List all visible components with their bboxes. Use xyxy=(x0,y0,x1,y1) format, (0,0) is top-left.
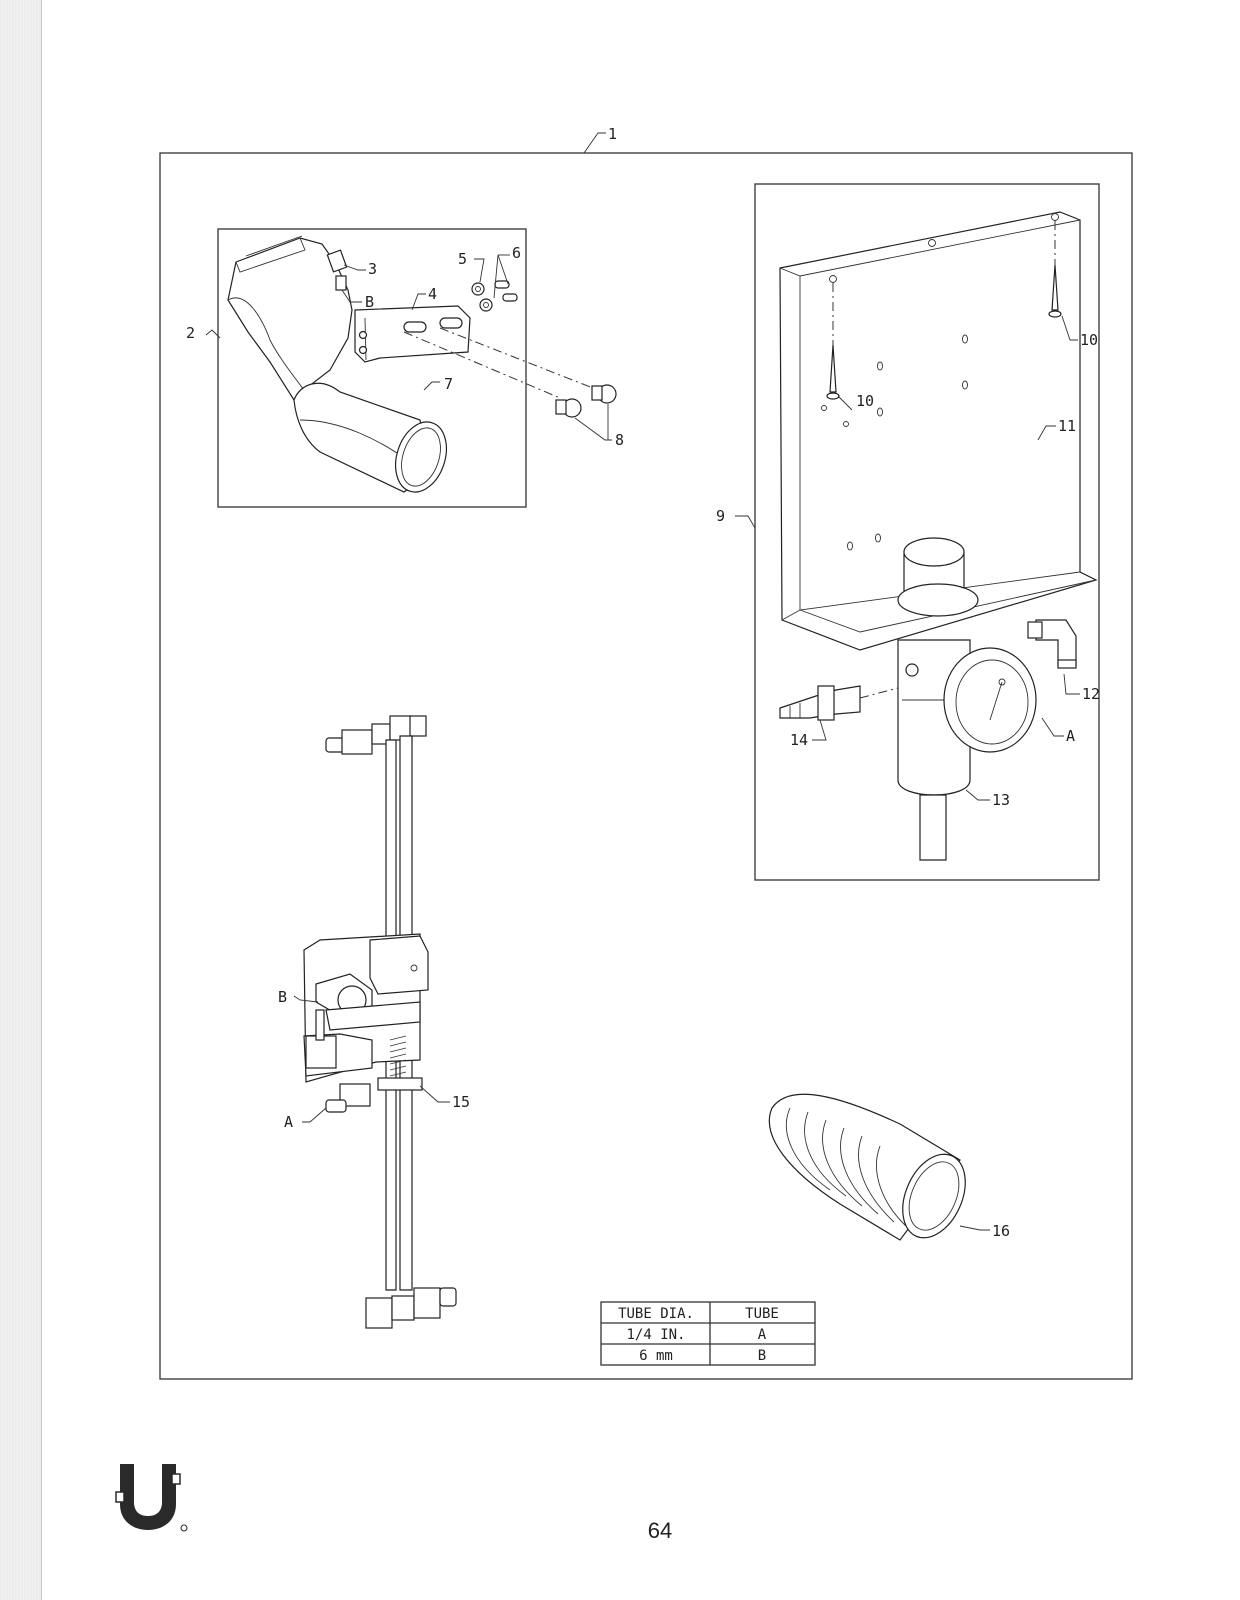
callout-12: 12 xyxy=(1082,685,1100,703)
filter-element: 16 xyxy=(768,1093,1010,1241)
callout-10-left: 10 xyxy=(856,392,874,410)
callout-11: 11 xyxy=(1058,417,1076,435)
callout-13: 13 xyxy=(992,791,1010,809)
callout-6: 6 xyxy=(512,244,521,262)
tube-table-cell: 1/4 IN. xyxy=(626,1327,685,1343)
tube-table-header-tube: TUBE xyxy=(745,1306,779,1322)
company-logo xyxy=(115,1464,188,1532)
tube-table-cell: A xyxy=(758,1327,767,1343)
callout-3: 3 xyxy=(368,260,377,278)
tube-table: TUBE DIA. TUBE 1/4 IN. A 6 mm B xyxy=(600,1301,816,1366)
binding-strip xyxy=(0,0,42,1600)
tube-table-cell: B xyxy=(758,1348,766,1364)
callout-16: 16 xyxy=(992,1222,1010,1240)
assembly-frame xyxy=(159,152,1133,1380)
solenoid-rail-assembly: B A 15 xyxy=(278,715,470,1329)
tube-table-cell: 6 mm xyxy=(639,1348,673,1364)
callout-2: 2 xyxy=(186,324,195,342)
callout-b-bottom: B xyxy=(278,988,287,1006)
callout-b-top: B xyxy=(365,293,374,311)
callout-5: 5 xyxy=(458,250,467,268)
callout-a-top: A xyxy=(1066,727,1075,745)
callout-a-bottom: A xyxy=(284,1113,293,1131)
callout-4: 4 xyxy=(428,285,437,303)
callout-15: 15 xyxy=(452,1093,470,1111)
callout-10-right: 10 xyxy=(1080,331,1098,349)
callout-8: 8 xyxy=(615,431,624,449)
callout-9: 9 xyxy=(716,507,725,525)
tube-table-header-dia: TUBE DIA. xyxy=(618,1306,694,1322)
callout-7: 7 xyxy=(444,375,453,393)
regulator-subassembly: 10 10 11 12 A 13 14 9 xyxy=(716,183,1100,881)
page-number: 64 xyxy=(648,1518,672,1543)
callout-1: 1 xyxy=(608,125,617,143)
callout-14: 14 xyxy=(790,731,808,749)
nozzle-subassembly: 3 B 4 5 6 7 8 2 xyxy=(186,228,624,508)
